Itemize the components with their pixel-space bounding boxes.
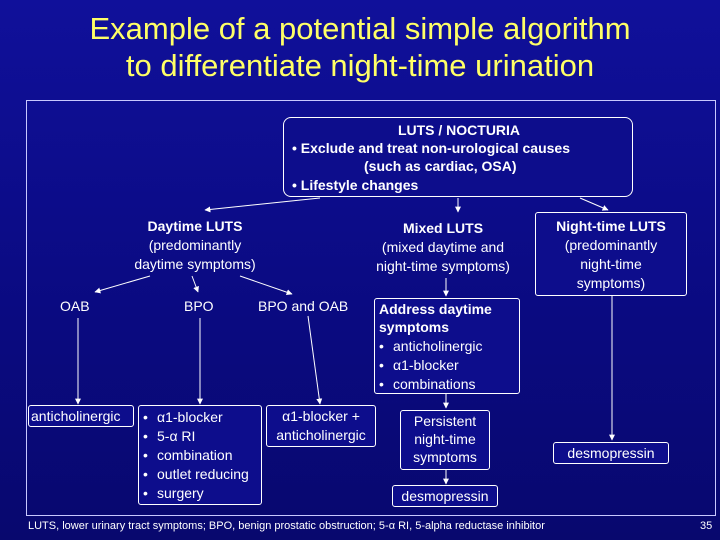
address-item: anticholinergic (379, 337, 483, 356)
persistent-box: Persistent night-time symptoms (400, 410, 490, 470)
bpo-label: BPO (184, 298, 214, 314)
root-bullet-2: • Lifestyle changes (292, 177, 419, 193)
treatment-item-text: surgery (157, 485, 204, 501)
desmopressin-night-box: desmopressin (553, 442, 669, 464)
title-line-1: Example of a potential simple algorithm (89, 11, 631, 46)
night-line-3: symptoms) (576, 275, 646, 291)
diagram-panel (26, 100, 716, 516)
night-line-1: (predominantly (564, 237, 658, 253)
root-bullet-1-text: Exclude and treat non-urological causes (300, 140, 570, 156)
desmopressin-mixed-box: desmopressin (392, 485, 498, 507)
address-item: α1-blocker (379, 356, 483, 375)
connector-bpooab-combo (307, 315, 323, 405)
bpo-oab-label: BPO and OAB (258, 298, 349, 314)
root-box: LUTS / NOCTURIA • Exclude and treat non-… (283, 117, 633, 197)
desmopressin-mixed-label: desmopressin (401, 488, 489, 504)
night-line-2: night-time (580, 256, 642, 272)
root-heading: LUTS / NOCTURIA (397, 122, 521, 138)
combo-line-1: α1-blocker + (282, 408, 360, 424)
root-bullet-1: • Exclude and treat non-urological cause… (292, 140, 570, 156)
mixed-luts-box: Mixed LUTS (mixed daytime and night-time… (362, 215, 524, 277)
night-heading: Night-time LUTS (556, 218, 666, 234)
daytime-luts-box: Daytime LUTS (predominantly daytime symp… (116, 213, 274, 275)
persistent-line-3: symptoms (413, 449, 477, 465)
treatment-item-cont: surgery (143, 484, 249, 503)
mixed-line-2: night-time symptoms) (376, 258, 510, 274)
connector-daytime-bpo (191, 275, 199, 293)
root-bullet-1-cont: (such as cardiac, OSA) (364, 158, 517, 174)
persistent-line-1: Persistent (413, 413, 477, 429)
mixed-line-1: (mixed daytime and (381, 239, 505, 255)
page-number: 35 (700, 520, 713, 532)
oab-label: OAB (60, 298, 90, 314)
combo-line-2: anticholinergic (276, 427, 366, 443)
anticholinergic-label: anticholinergic (31, 408, 121, 424)
bpo-treatments-list: α1-blocker 5-α RI combination outlet red… (143, 408, 249, 503)
title-line-2: to differentiate night-time urination (125, 48, 595, 83)
connector-daytime-oab (94, 275, 151, 294)
address-list: anticholinergic α1-blocker combinations (379, 337, 483, 394)
address-box: Address daytime symptoms anticholinergic… (374, 298, 520, 394)
daytime-heading: Daytime LUTS (147, 218, 243, 234)
address-item: combinations (379, 375, 483, 394)
persistent-line-2: night-time (414, 431, 476, 447)
anticholinergic-box: anticholinergic (28, 405, 134, 427)
daytime-line-1: (predominantly (148, 237, 242, 253)
desmopressin-night-label: desmopressin (567, 445, 655, 461)
treatment-item: α1-blocker (143, 408, 249, 427)
slide-title: Example of a potential simple algorithm … (20, 10, 700, 84)
treatment-item: 5-α RI (143, 427, 249, 446)
treatment-item: combination (143, 446, 249, 465)
connector-root-daytime (204, 197, 321, 213)
connector-daytime-bpooab (239, 275, 293, 296)
connector-root-night (579, 197, 609, 211)
daytime-line-2: daytime symptoms) (134, 256, 256, 272)
night-luts-box: Night-time LUTS (predominantly night-tim… (535, 212, 687, 296)
footnote: LUTS, lower urinary tract symptoms; BPO,… (28, 520, 545, 532)
combo-box: α1-blocker + anticholinergic (266, 405, 376, 447)
address-line-1: Address daytime (379, 301, 492, 317)
root-bullet-2-text: Lifestyle changes (300, 177, 419, 193)
bpo-treatments-box: α1-blocker 5-α RI combination outlet red… (138, 405, 262, 505)
address-line-2: symptoms (379, 319, 450, 335)
treatment-item: outlet reducing (143, 465, 249, 484)
mixed-heading: Mixed LUTS (402, 220, 484, 236)
